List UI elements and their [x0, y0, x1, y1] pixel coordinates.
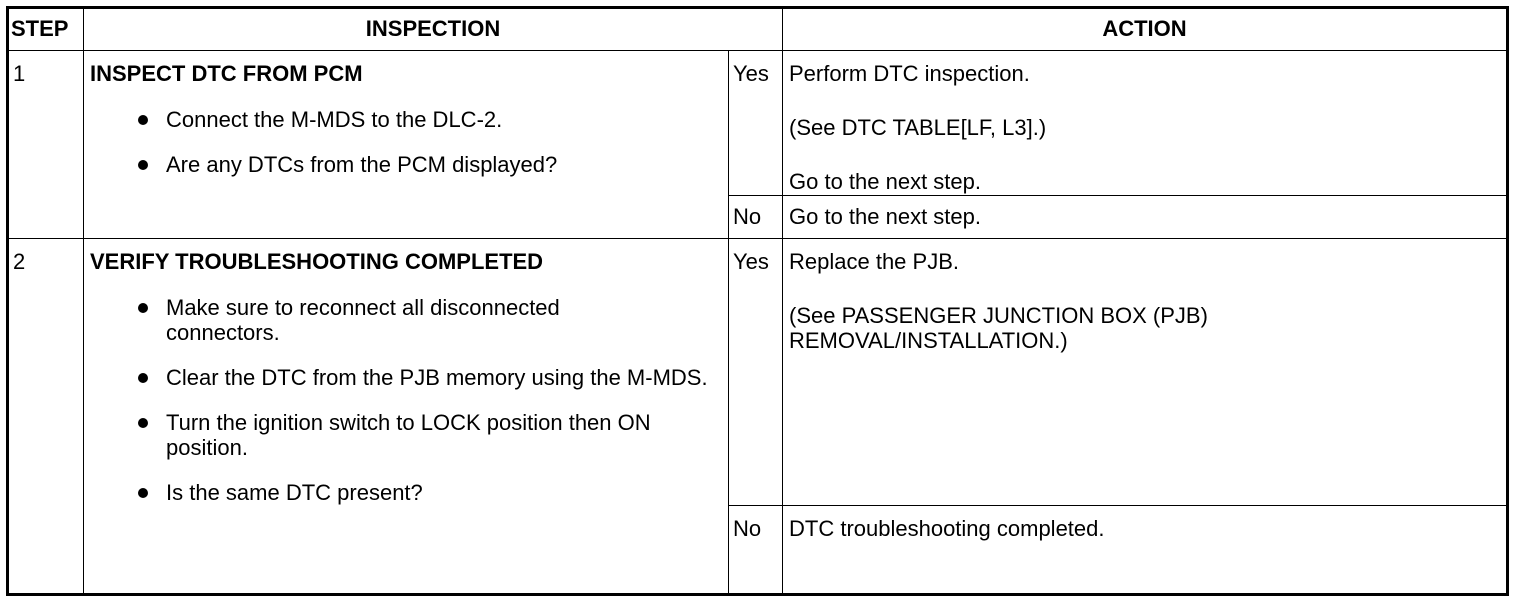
bullet-dot-icon	[138, 302, 148, 313]
action-line: Replace the PJB.	[789, 248, 959, 274]
action-line: DTC troubleshooting completed.	[789, 515, 1105, 541]
yes-action-cell: Replace the PJB. (See PASSENGER JUNCTION…	[782, 237, 1508, 506]
step-1-yes-row: 1 INSPECT DTC FROM PCM Connect the M-MDS…	[7, 49, 1508, 239]
troubleshooting-table: STEP INSPECTION ACTION 1 INSPECT DTC FRO…	[6, 6, 1509, 596]
step-2-yes-row: 2 VERIFY TROUBLESHOOTING COMPLETED Make …	[7, 237, 1508, 596]
bullet-dot-icon	[138, 372, 148, 383]
step-number: 1	[7, 49, 84, 239]
no-label: No	[728, 195, 783, 239]
bullet-item: Clear the DTC from the PJB memory using …	[90, 365, 711, 390]
inspection-cell: INSPECT DTC FROM PCM Connect the M-MDS t…	[83, 49, 729, 239]
step-number: 2	[7, 237, 84, 596]
yes-action-cell: Perform DTC inspection. (See DTC TABLE[L…	[782, 49, 1508, 197]
step-header: STEP	[7, 7, 84, 51]
bullet-item: Connect the M-MDS to the DLC-2.	[90, 107, 718, 132]
bullet-item: Are any DTCs from the PCM displayed?	[90, 152, 718, 177]
no-label: No	[728, 504, 783, 596]
action-line: (See DTC TABLE[LF, L3].)	[789, 114, 1047, 140]
inspection-cell: VERIFY TROUBLESHOOTING COMPLETED Make su…	[83, 237, 729, 596]
no-action-cell: DTC troubleshooting completed.	[782, 504, 1508, 596]
action-line: Go to the next step.	[789, 204, 982, 230]
step-title: INSPECT DTC FROM PCM	[90, 60, 363, 86]
inspection-bullets: Connect the M-MDS to the DLC-2. Are any …	[90, 107, 718, 177]
action-header: ACTION	[782, 7, 1508, 51]
step-1-no-row: No Go to the next step.	[8, 195, 1508, 239]
action-line: Go to the next step.	[789, 168, 982, 194]
inspection-header: INSPECTION	[83, 7, 783, 51]
bullet-dot-icon	[138, 487, 148, 498]
no-action-cell: Go to the next step.	[782, 195, 1508, 239]
inspection-bullets: Make sure to reconnect all disconnected …	[90, 295, 718, 505]
bullet-dot-icon	[138, 114, 148, 125]
step-2-no-row: No DTC troubleshooting completed.	[8, 504, 1508, 596]
bullet-dot-icon	[138, 159, 148, 170]
bullet-dot-icon	[138, 417, 148, 428]
action-line: Perform DTC inspection.	[789, 60, 1030, 86]
bullet-item: Make sure to reconnect all disconnected …	[90, 295, 636, 345]
action-line: (See PASSENGER JUNCTION BOX (PJB) REMOVA…	[789, 302, 1208, 353]
bullet-item: Turn the ignition switch to LOCK positio…	[90, 410, 711, 460]
bullet-item: Is the same DTC present?	[90, 480, 718, 505]
yes-label: Yes	[728, 49, 783, 197]
step-title: VERIFY TROUBLESHOOTING COMPLETED	[90, 248, 544, 274]
header-row: STEP INSPECTION ACTION	[7, 7, 1508, 51]
yes-label: Yes	[728, 237, 783, 506]
